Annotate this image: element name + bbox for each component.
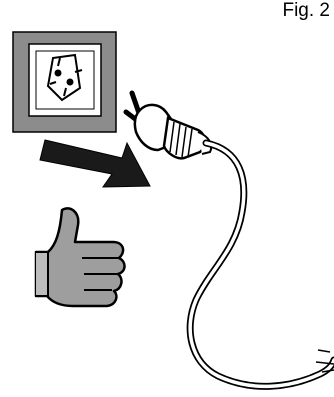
wall-socket-icon (13, 32, 116, 132)
thumbs-up-icon (36, 208, 125, 306)
plug-icon (126, 93, 211, 158)
power-cord-icon (190, 143, 334, 386)
unplug-arrow-icon (40, 140, 150, 187)
